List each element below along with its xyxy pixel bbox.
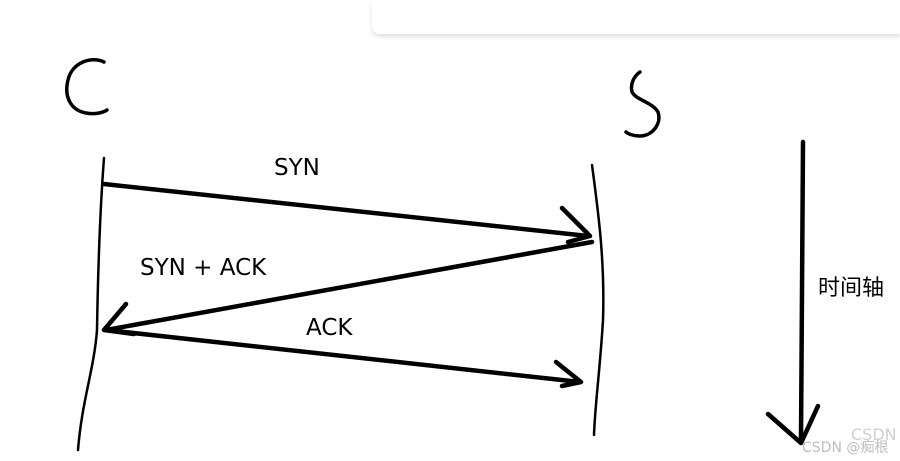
ack-label: ACK — [306, 315, 353, 341]
time-axis-label: 时间轴 — [818, 276, 884, 301]
time-axis-head — [765, 403, 821, 446]
client-label: C — [66, 111, 67, 113]
synack-label: SYN + ACK — [140, 255, 267, 281]
syn-label: SYN — [274, 155, 320, 181]
server-glyph — [624, 70, 661, 138]
client-lifeline — [76, 156, 106, 452]
synack-arrow-line — [103, 239, 595, 333]
syn-arrow-line — [101, 181, 591, 239]
syn-arrow-head — [559, 205, 593, 245]
server-label: S — [626, 135, 627, 137]
ack-arrow-line — [103, 327, 583, 385]
watermark-text: CSDN @痴根 — [802, 440, 888, 456]
top-floating-bar — [372, 0, 900, 34]
ack-arrow-head — [553, 359, 584, 389]
client-glyph — [65, 58, 109, 116]
server-lifeline — [590, 163, 605, 437]
time-axis-line — [798, 139, 806, 443]
watermark-partial: CSDN — [851, 425, 897, 444]
